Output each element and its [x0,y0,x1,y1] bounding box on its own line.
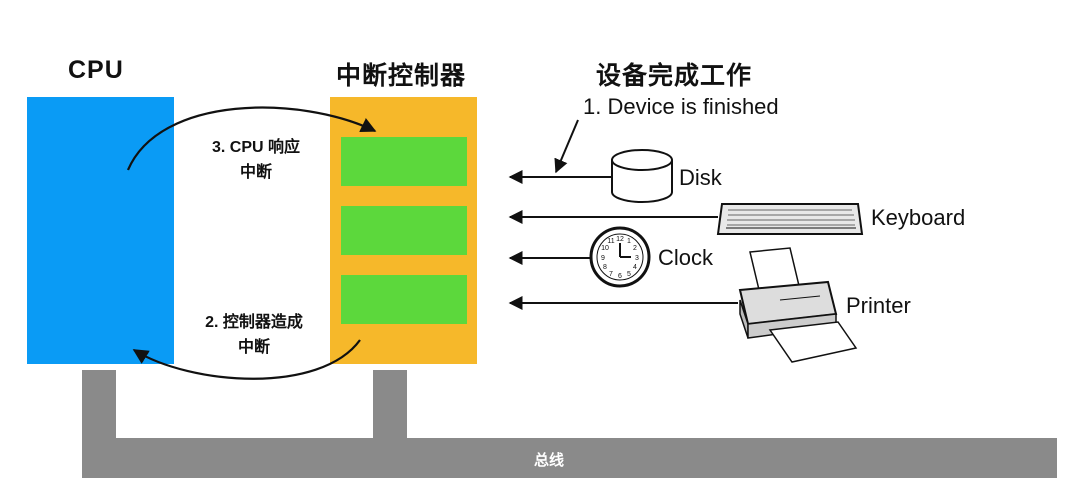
cpu-response-arrow [126,106,377,171]
svg-text:11: 11 [607,238,614,245]
keyboard-icon [716,203,864,235]
cpu-title: CPU [68,56,124,84]
svg-text:5: 5 [627,271,631,278]
device-label-disk: Disk [679,165,722,190]
printer-icon [738,247,858,363]
svg-text:3: 3 [635,255,639,262]
device-finished-annotation: 1. Device is finished [583,94,779,119]
svg-text:6: 6 [618,273,622,280]
step-controller-cause-line1: 2. 控制器造成 [205,314,303,331]
devices-header: 设备完成工作 [596,62,753,90]
clock-icon: 12 1 2 3 4 5 6 7 8 9 10 11 [589,226,651,288]
step-controller-cause-line2: 中断 [237,339,270,356]
device-label-printer: Printer [846,293,911,318]
step-controller-cause: 2. 控制器造成 中断 [184,310,324,360]
annotation-pointer-arrow [554,119,579,174]
controller-title: 中断控制器 [336,62,467,90]
controller-slot [341,275,467,324]
svg-text:4: 4 [633,264,637,271]
svg-text:9: 9 [601,255,605,262]
step-cpu-response: 3. CPU 响应 中断 [186,135,326,185]
device-label-clock: Clock [658,245,714,270]
svg-text:1: 1 [627,238,631,245]
svg-text:2: 2 [633,245,637,252]
svg-text:8: 8 [603,264,607,271]
step-cpu-response-line2: 中断 [239,164,272,181]
device-label-keyboard: Keyboard [871,205,966,230]
svg-text:7: 7 [609,271,613,278]
svg-text:12: 12 [616,236,624,243]
svg-text:10: 10 [601,245,609,252]
disk-icon [611,149,673,203]
bus-label: 总线 [534,452,565,469]
system-bus [82,438,1057,478]
controller-slot [341,206,467,255]
step-cpu-response-line1: 3. CPU 响应 [211,139,301,156]
controller-cause-arrow [132,339,361,380]
interrupt-controller-block [330,97,477,364]
controller-bus-connector [373,370,407,440]
controller-slot [341,137,467,186]
